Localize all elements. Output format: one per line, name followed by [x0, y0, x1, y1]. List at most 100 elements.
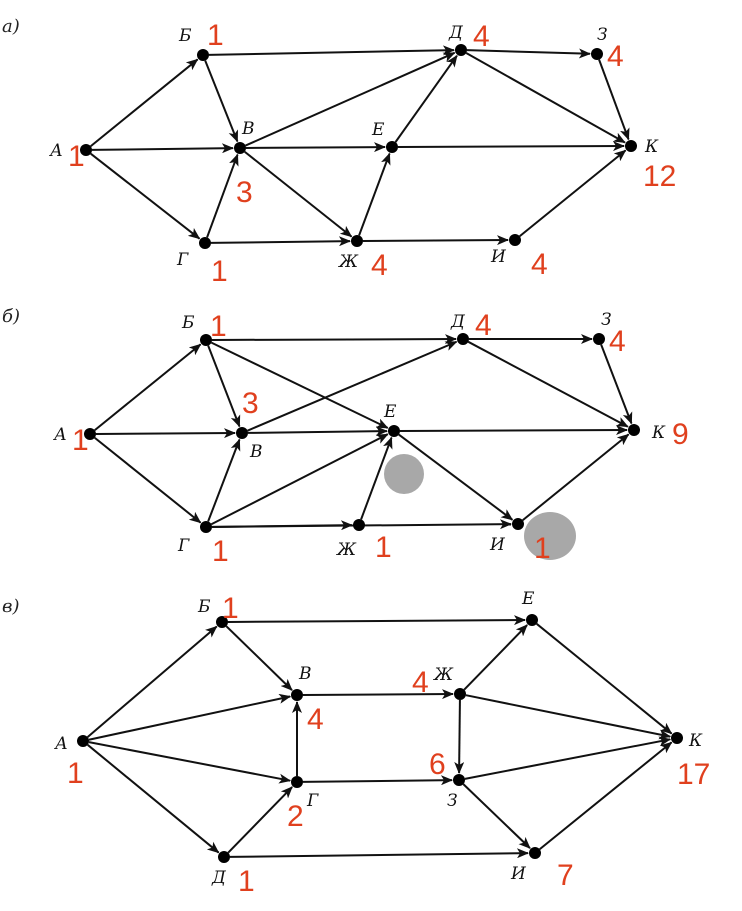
- node-z: [591, 48, 603, 60]
- path-count-v: 3: [242, 387, 259, 420]
- node-label-a: А: [49, 141, 63, 161]
- part-label-c: в): [2, 596, 20, 617]
- edge-d-g: [227, 786, 293, 854]
- path-count-k: 17: [677, 758, 710, 791]
- edge-e-k: [536, 623, 673, 735]
- edge-a-b: [90, 58, 199, 147]
- edge-zh-e: [463, 624, 528, 691]
- path-count-b: 1: [222, 592, 239, 625]
- node-z: [593, 333, 605, 345]
- edge-v-zh: [244, 150, 353, 238]
- path-count-k: 9: [672, 418, 689, 451]
- edge-i-k: [539, 741, 673, 851]
- part-label-b: б): [2, 306, 20, 327]
- edge-v-e: [247, 426, 389, 437]
- edges-c: [86, 615, 673, 859]
- node-label-e: Е: [521, 589, 535, 609]
- node-label-k: К: [651, 423, 666, 443]
- path-count-k: 12: [643, 160, 676, 193]
- edge-a-b: [86, 625, 218, 738]
- node-label-e: Е: [371, 120, 385, 140]
- node-v: [291, 689, 303, 701]
- path-count-a: 1: [72, 424, 89, 457]
- edge-g-v: [206, 153, 239, 238]
- node-label-g: Г: [176, 250, 189, 270]
- node-zh: [351, 235, 363, 247]
- node-k: [625, 140, 637, 152]
- node-e: [526, 614, 538, 626]
- node-label-k: К: [644, 137, 659, 157]
- node-label-k: К: [688, 731, 703, 751]
- node-k: [671, 732, 683, 744]
- node-g: [199, 237, 211, 249]
- node-label-d: Д: [450, 312, 466, 332]
- node-zh: [353, 519, 365, 531]
- edge-i-k: [519, 149, 627, 237]
- node-b: [200, 334, 212, 346]
- path-count-z: 4: [607, 40, 624, 73]
- node-label-z: З: [597, 25, 608, 45]
- edge-d-i: [229, 848, 530, 859]
- node-label-z: З: [447, 791, 458, 811]
- node-label-d: Д: [448, 23, 464, 43]
- edge-zh-e: [358, 152, 391, 236]
- path-count-z: 6: [429, 748, 446, 781]
- edge-d-k: [467, 340, 629, 428]
- node-g: [200, 521, 212, 533]
- edge-e-k: [397, 141, 626, 152]
- edge-z-k: [464, 736, 672, 780]
- edge-a-v: [95, 428, 237, 439]
- node-a: [84, 428, 96, 440]
- node-label-zh: Ж: [336, 540, 357, 560]
- path-count-d: 1: [238, 865, 255, 898]
- path-count-z: 4: [609, 325, 626, 358]
- node-z: [453, 774, 465, 786]
- path-count-v: 4: [307, 703, 324, 736]
- edge-b-e: [227, 615, 527, 626]
- edge-b-v: [225, 625, 293, 691]
- edge-v-zh: [302, 689, 455, 700]
- edge-zh-z: [454, 699, 465, 775]
- node-a: [77, 735, 89, 747]
- edge-g-e: [210, 433, 389, 526]
- node-i: [509, 234, 521, 246]
- edge-b-v: [204, 60, 239, 143]
- path-count-i: 7: [557, 859, 574, 892]
- node-g: [291, 776, 303, 788]
- path-count-g: 2: [287, 800, 304, 833]
- path-count-d: 4: [473, 20, 490, 53]
- node-label-a: А: [54, 734, 68, 754]
- node-d: [218, 851, 230, 863]
- edge-g-v: [207, 438, 241, 522]
- blot-1: [524, 512, 576, 560]
- edge-a-v: [91, 143, 235, 154]
- node-label-g: Г: [306, 791, 319, 811]
- blots-b: [384, 454, 576, 560]
- node-label-z: З: [601, 310, 612, 330]
- node-label-i: И: [510, 864, 527, 884]
- edge-d-k: [465, 52, 626, 144]
- node-k: [628, 424, 640, 436]
- path-count-zh: 4: [412, 666, 429, 699]
- edge-b-d: [208, 45, 456, 56]
- path-count-g: 1: [211, 255, 228, 288]
- blot-0: [384, 454, 424, 494]
- path-count-zh: 1: [375, 531, 392, 564]
- node-b: [197, 49, 209, 61]
- node-label-b: Б: [181, 313, 195, 333]
- edge-g-z: [302, 775, 454, 786]
- edge-z-k: [598, 59, 630, 141]
- edge-z-k: [600, 344, 633, 425]
- edge-g-zh: [210, 236, 352, 247]
- edge-v-d: [245, 51, 456, 147]
- edge-d-z: [466, 48, 592, 59]
- path-count-g: 1: [212, 535, 229, 568]
- node-label-i: И: [489, 535, 506, 555]
- path-count-a: 1: [67, 757, 84, 790]
- node-label-v: В: [241, 119, 255, 139]
